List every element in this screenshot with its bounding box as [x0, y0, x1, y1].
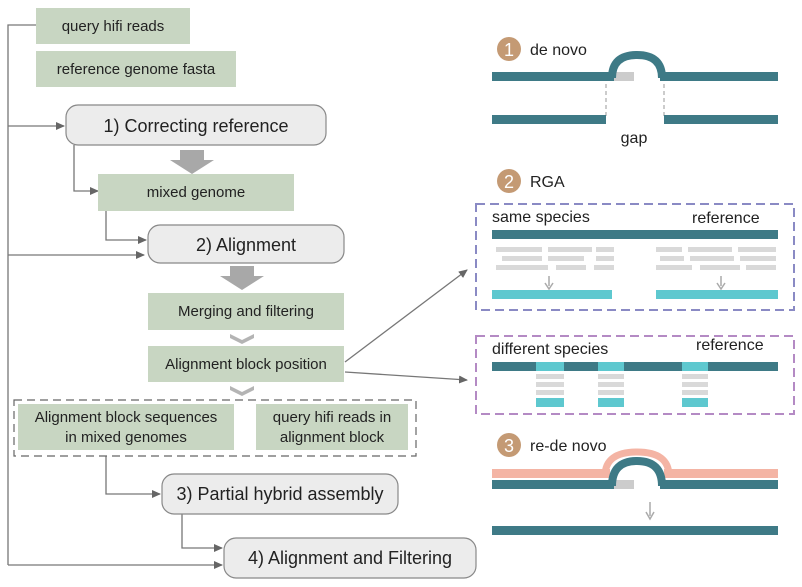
reference-fasta-box: [36, 51, 236, 87]
step3-box: [161, 473, 399, 515]
p3-teal-arc: [608, 456, 666, 487]
different-species-label: different species: [492, 341, 608, 358]
p1-arc: [608, 50, 666, 79]
query-reads-label: query hifi reads: [62, 18, 165, 35]
step4-label: 4) Alignment and Filtering: [248, 548, 452, 568]
p1-gray-chunk: [614, 72, 634, 81]
mixed-genome-box: [98, 174, 294, 211]
p3-salmon-arc: [601, 448, 673, 477]
query-in-block-box: [256, 404, 408, 450]
query-in-block-line2: alignment block: [280, 429, 385, 446]
same-down-arrow-right: [716, 276, 726, 291]
badge-1-number: 1: [504, 40, 514, 60]
step1-box: [65, 104, 327, 146]
p1-top-bar-right: [660, 72, 778, 81]
same-species-label: same species: [492, 209, 590, 226]
badge-3: [497, 433, 521, 457]
mixed-genome-label: mixed genome: [147, 184, 245, 201]
badge-1: [497, 37, 521, 61]
p3-salmon-right: [664, 469, 778, 478]
same-ref-bar: [492, 230, 778, 239]
query-reads-box: [36, 8, 190, 44]
panel1-title: de novo: [530, 42, 587, 59]
reference-label-a: reference: [692, 210, 760, 227]
step2-box: [147, 224, 345, 264]
p1-bottom-bar-right: [664, 115, 778, 124]
step1-label: 1) Correcting reference: [103, 116, 288, 136]
chevron-2: [230, 386, 254, 396]
panel-re-de-novo: 3 re-de novo: [492, 433, 778, 535]
diff-ref-bar: [492, 362, 778, 371]
merging-label: Merging and filtering: [178, 303, 314, 320]
gap-label: gap: [621, 130, 648, 147]
panel-de-novo: 1 de novo gap: [492, 37, 778, 147]
p3-result-bar: [492, 526, 778, 535]
down-arrow-1: [170, 150, 214, 174]
same-reads-right: [656, 247, 776, 270]
badge-3-number: 3: [504, 436, 514, 456]
same-down-arrow-left: [544, 276, 554, 291]
p1-bottom-bar-left: [492, 115, 606, 124]
merging-box: [148, 293, 344, 330]
step2-label: 2) Alignment: [196, 235, 296, 255]
chevron-1: [230, 334, 254, 344]
down-arrow-2: [220, 266, 264, 290]
p3-gray-chunk: [614, 480, 634, 489]
connector-lines: [7, 24, 468, 569]
same-cyan-left: [492, 290, 612, 299]
panel2-title: RGA: [530, 174, 565, 191]
badge-2-number: 2: [504, 172, 514, 192]
p3-teal-right: [660, 480, 778, 489]
panel-rga: 2 RGA same species reference different s…: [475, 169, 795, 415]
reference-label-b: reference: [696, 337, 764, 354]
block-sequences-line2: in mixed genomes: [65, 429, 187, 446]
block-position-label: Alignment block position: [165, 356, 327, 373]
block-group-dashed: [13, 399, 417, 457]
diff-block-2: [598, 362, 624, 407]
diff-block-1: [536, 362, 564, 407]
same-cyan-right: [656, 290, 778, 299]
block-sequences-box: [18, 404, 234, 450]
panel3-title: re-de novo: [530, 438, 607, 455]
same-reads-left: [496, 247, 614, 270]
block-sequences-line1: Alignment block sequences: [35, 409, 218, 426]
p3-down-arrow: [645, 502, 655, 521]
p3-teal-left: [492, 480, 614, 489]
step3-label: 3) Partial hybrid assembly: [176, 484, 383, 504]
reference-fasta-label: reference genome fasta: [57, 61, 216, 78]
different-species-frame: [475, 335, 795, 415]
query-in-block-line1: query hifi reads in: [273, 409, 391, 426]
p1-top-bar-left: [492, 72, 614, 81]
same-species-frame: [475, 203, 795, 311]
diff-block-3: [682, 362, 708, 407]
step4-box: [223, 537, 477, 579]
badge-2: [497, 169, 521, 193]
p3-salmon-left: [492, 469, 610, 478]
block-position-box: [148, 346, 344, 382]
